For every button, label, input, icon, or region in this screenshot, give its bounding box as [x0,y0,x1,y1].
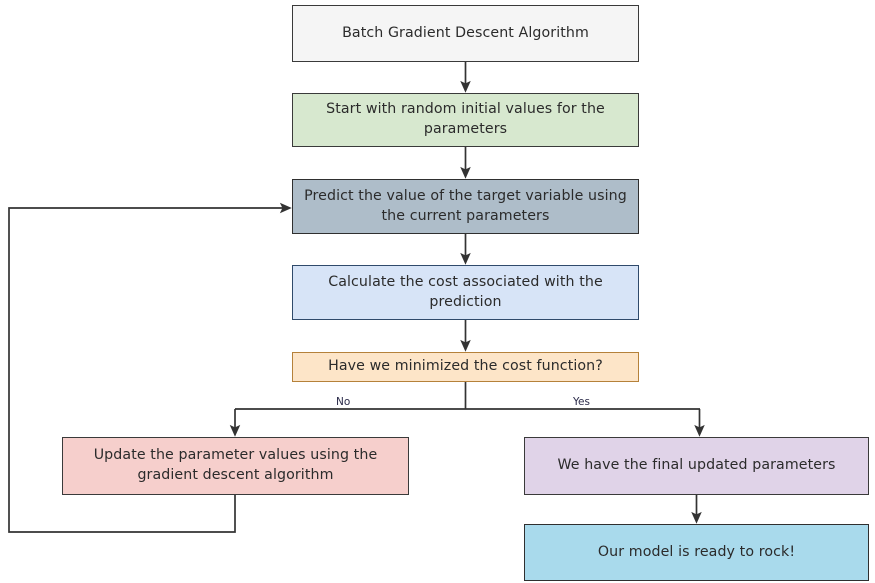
edge-label-yes: Yes [573,396,590,408]
node-initialize-parameters: Start with random initial values for the… [292,93,639,147]
edge-label-no: No [336,396,351,408]
node-model-ready: Our model is ready to rock! [524,524,869,581]
node-final-parameters-label: We have the final updated parameters [557,457,836,474]
node-final-parameters: We have the final updated parameters [524,437,869,495]
node-initialize-parameters-label: Start with random initial values for the… [326,101,605,137]
node-title: Batch Gradient Descent Algorithm [292,5,639,62]
node-calculate-cost-label: Calculate the cost associated with the p… [328,273,603,310]
node-update-parameters-label: Update the parameter values using the gr… [93,447,378,483]
node-model-ready-label: Our model is ready to rock! [597,543,796,560]
edge-decision-split [235,382,700,410]
node-title-label: Batch Gradient Descent Algorithm [342,24,589,41]
node-predict-target-label: Predict the value of the target variable… [304,187,627,224]
node-update-parameters: Update the parameter values using the gr… [62,437,409,495]
node-decision-cost-minimized: Have we minimized the cost function? [292,352,639,382]
node-predict-target: Predict the value of the target variable… [292,179,639,234]
node-calculate-cost: Calculate the cost associated with the p… [292,265,639,320]
node-decision-cost-minimized-label: Have we minimized the cost function? [328,358,603,375]
